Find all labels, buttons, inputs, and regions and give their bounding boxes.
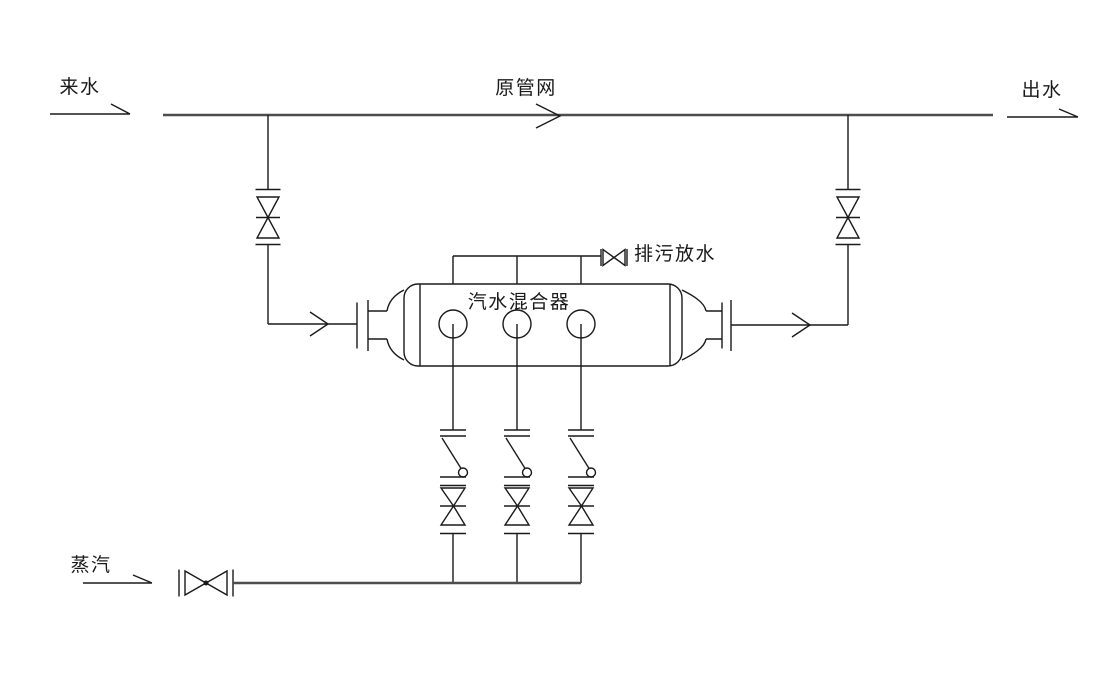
inlet-branch xyxy=(254,115,357,337)
steam-branch-drops xyxy=(439,324,597,584)
inlet-isolation-valve-icon xyxy=(254,188,282,246)
branch-drop-pipes xyxy=(452,324,582,430)
outlet-isolation-valve-icon xyxy=(834,188,862,246)
incoming-water-arrow-icon xyxy=(50,103,131,115)
inlet-branch-pipe xyxy=(267,115,357,325)
flow-chevron-outlet-icon xyxy=(791,312,812,338)
outgoing-water-label: 出水 xyxy=(1021,79,1062,101)
steam-inlet: 蒸汽 xyxy=(70,554,581,598)
flow-chevron-inlet-icon xyxy=(309,311,330,337)
incoming-water-label: 来水 xyxy=(59,76,100,98)
steam-inlet-valve-icon xyxy=(178,568,234,598)
incoming-water-annotation: 来水 xyxy=(50,76,131,115)
steam-arrow-icon xyxy=(83,574,153,584)
steam-label: 蒸汽 xyxy=(70,554,111,576)
steam-branch-valve-assembly-2 xyxy=(503,429,533,584)
vessel-left-flange xyxy=(356,300,369,351)
outgoing-water-annotation: 出水 xyxy=(1007,79,1079,118)
outlet-branch xyxy=(731,115,862,338)
flow-chevron-main-icon xyxy=(535,103,562,129)
mixer-label: 汽水混合器 xyxy=(468,291,571,313)
vessel-right-flange xyxy=(721,300,732,351)
vessel-tangent-lines xyxy=(419,284,671,366)
vessel-right-head xyxy=(681,289,732,361)
steam-branch-valve-assembly-1 xyxy=(439,429,469,584)
drain-label: 排污放水 xyxy=(634,243,716,265)
mixer-vessel: 汽水混合器 xyxy=(356,283,732,367)
drain-header-pipe xyxy=(452,255,601,284)
vessel-left-head xyxy=(356,289,405,361)
steam-branch-valve-assembly-3 xyxy=(567,429,597,584)
drain-valve-icon xyxy=(600,248,628,267)
main-network-pipe: 原管网 xyxy=(163,77,993,129)
main-network-label: 原管网 xyxy=(495,77,557,99)
vessel-shell xyxy=(403,283,683,367)
outgoing-water-arrow-icon xyxy=(1007,108,1079,118)
outlet-branch-pipe xyxy=(731,115,849,326)
drain-header: 排污放水 xyxy=(452,243,716,284)
